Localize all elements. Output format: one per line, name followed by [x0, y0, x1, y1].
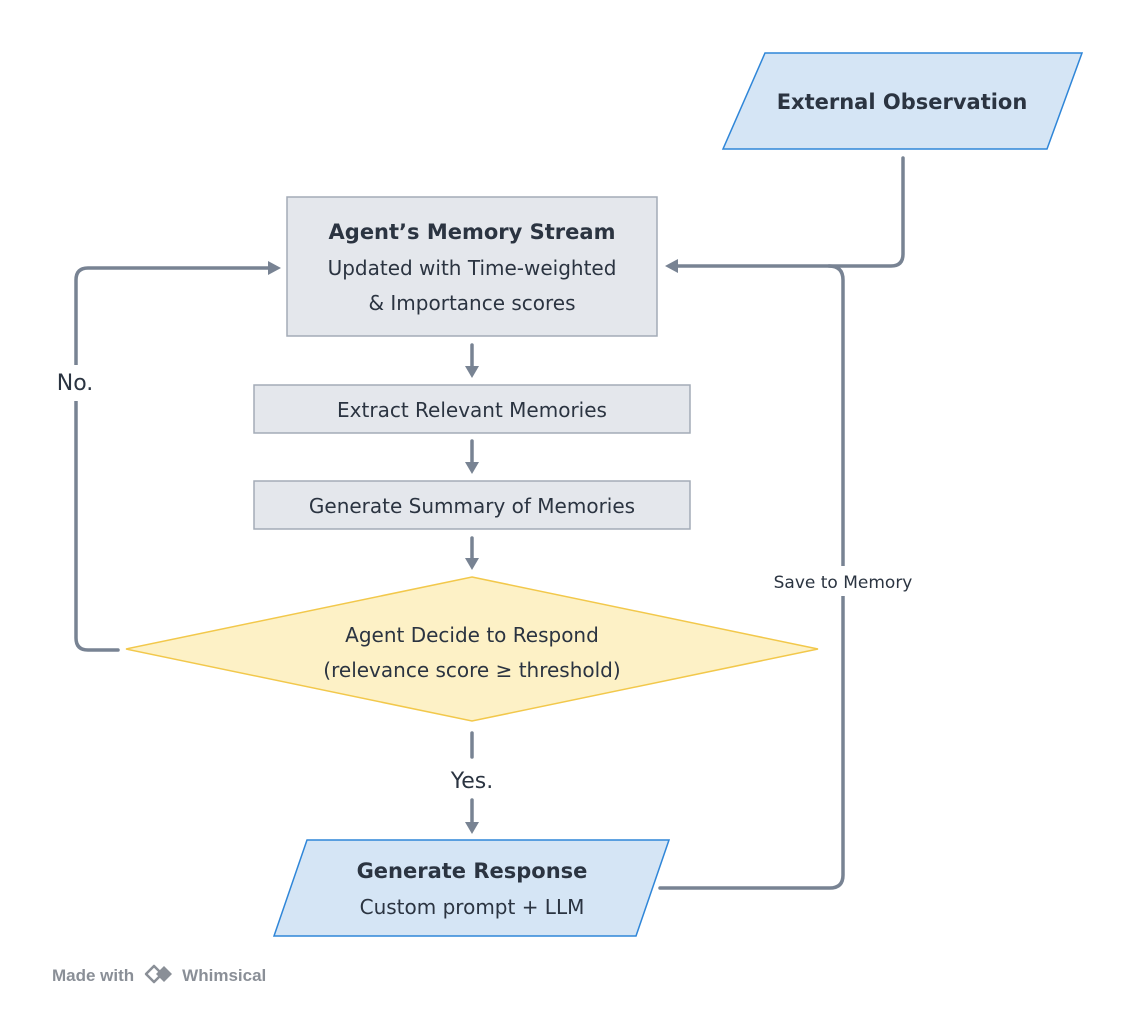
node-summary-memories: Generate Summary of Memories: [253, 480, 691, 530]
arrowhead-no-loop: [268, 261, 281, 275]
yes-label: Yes.: [450, 769, 494, 794]
memory-stream-line2: & Importance scores: [368, 291, 575, 315]
no-label-bg: [40, 365, 110, 401]
save-to-memory-label: Save to Memory: [774, 573, 913, 593]
node-decide-respond: Agent Decide to Respond (relevance score…: [125, 576, 819, 722]
node-generate-response: Generate Response Custom prompt + LLM: [272, 839, 671, 937]
node-external-observation: External Observation: [721, 52, 1084, 150]
decide-line1: Agent Decide to Respond: [345, 623, 599, 647]
external-observation-title: External Observation: [777, 90, 1028, 114]
whimsical-brand-text: Whimsical: [182, 966, 267, 985]
arrowhead-observation-to-memory: [665, 259, 678, 273]
node-extract-memories: Extract Relevant Memories: [253, 384, 691, 434]
generate-response-title: Generate Response: [357, 859, 588, 883]
arrowhead-memory-to-extract: [465, 366, 479, 378]
edge-no-loop: [74, 266, 270, 652]
memory-stream-title: Agent’s Memory Stream: [329, 220, 616, 244]
extract-memories-label: Extract Relevant Memories: [337, 398, 607, 422]
decide-line2: (relevance score ≥ threshold): [323, 658, 620, 682]
arrowhead-summary-to-decide: [465, 558, 479, 570]
no-label: No.: [57, 371, 94, 396]
edge-save-to-memory: [658, 264, 845, 890]
memory-stream-line1: Updated with Time-weighted: [328, 256, 617, 280]
made-with-badge[interactable]: Made with Whimsical: [52, 961, 266, 991]
save-label-bg: [764, 566, 922, 596]
arrowhead-extract-to-summary: [465, 462, 479, 474]
node-memory-stream: Agent’s Memory Stream Updated with Time-…: [286, 196, 658, 337]
made-with-text: Made with: [52, 966, 135, 985]
edge-observation-to-memory: [676, 156, 905, 268]
summary-memories-label: Generate Summary of Memories: [309, 494, 635, 518]
arrowhead-yes: [465, 822, 479, 834]
whimsical-logo-icon: [140, 962, 176, 991]
generate-response-line1: Custom prompt + LLM: [360, 895, 585, 919]
